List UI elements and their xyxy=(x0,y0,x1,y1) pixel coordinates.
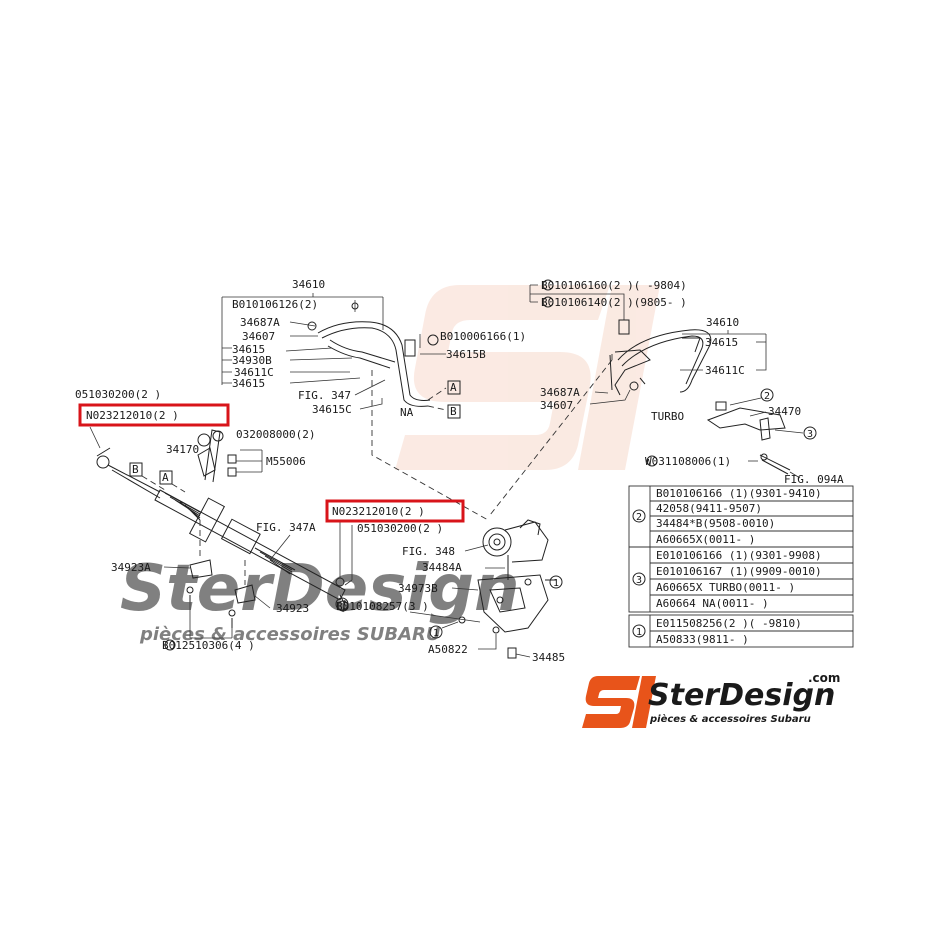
circle-2 xyxy=(760,388,774,402)
label-c1-mid: 1 xyxy=(553,578,559,589)
sterdesign-logo: SterDesign .com pièces & accessoires Sub… xyxy=(582,671,840,728)
table-marker-3-label: 3 xyxy=(636,575,642,586)
label-b010108257: B010108257(3 ) xyxy=(336,600,429,613)
hose-group-na: 34610 B010106126(2) 34687A 34607 34615 3… xyxy=(221,278,526,419)
applicability-table: 2 B010106166 (1)(9301-9410) 42058(9411-9… xyxy=(628,485,854,648)
table-row: A60665X(0011- ) xyxy=(656,533,755,546)
table-row: 34484*B(9508-0010) xyxy=(656,517,775,530)
label-34610-top: 34610 xyxy=(292,278,325,291)
circle-b-icon xyxy=(164,639,176,651)
label-b010106140: B010106140(2 )(9805- ) xyxy=(541,296,687,309)
label-turbo: TURBO xyxy=(651,410,684,423)
label-34923A: 34923A xyxy=(111,561,151,574)
box-b-left xyxy=(129,462,143,477)
label-b012510306: B012510306(4 ) xyxy=(162,639,255,652)
table-row: B010106166 (1)(9301-9410) xyxy=(656,487,822,500)
label-c2: 2 xyxy=(764,391,770,402)
label-34607: 34607 xyxy=(242,330,275,343)
table-row: A60664 NA(0011- ) xyxy=(656,597,769,610)
steering-rack: 051030200(2 ) N023212010(2 ) 032008000(2… xyxy=(75,388,349,652)
box-a-left xyxy=(159,470,173,485)
label-b010006166: B010006166(1) xyxy=(440,330,526,343)
label-34615-b: 34615 xyxy=(232,377,265,390)
label-34170: 34170 xyxy=(166,443,199,456)
logo-suffix: .com xyxy=(808,671,840,685)
sd-logo-icon xyxy=(582,676,656,728)
label-a50822: A50822 xyxy=(428,643,468,656)
label-c3: 3 xyxy=(807,429,813,440)
table-marker-2-label: 2 xyxy=(636,512,642,523)
label-34484A: 34484A xyxy=(422,561,462,574)
label-34615-a: 34615 xyxy=(232,343,265,356)
label-c1-low: 1 xyxy=(433,628,439,639)
circle-1-low xyxy=(429,625,443,639)
label-34687A-right: 34687A xyxy=(540,386,580,399)
circle-w-icon xyxy=(646,455,658,467)
leader-hose-to-pump xyxy=(371,370,489,521)
table-marker-3 xyxy=(632,572,646,586)
label-34610-right: 34610 xyxy=(706,316,739,329)
label-34611C-right: 34611C xyxy=(705,364,745,377)
label-051030200-left: 051030200(2 ) xyxy=(75,388,161,401)
label-b010106126: B010106126(2) xyxy=(232,298,318,311)
label-na: NA xyxy=(400,406,414,419)
label-34615B: 34615B xyxy=(446,348,486,361)
box-b-top-label: B xyxy=(450,405,457,418)
label-fig094A: FIG. 094A xyxy=(784,473,844,486)
power-steering-pump: N023212010(2 ) 051030200(2 ) FIG. 348 34… xyxy=(325,499,565,664)
table-row: A50833(9811- ) xyxy=(656,633,749,646)
label-34973B: 34973B xyxy=(398,582,438,595)
table-marker-2 xyxy=(632,509,646,523)
label-34923: 34923 xyxy=(276,602,309,615)
logo-tagline: pièces & accessoires Subaru xyxy=(649,713,811,725)
circle-b-icon xyxy=(542,296,554,308)
label-n023212010-mid: N023212010(2 ) xyxy=(332,505,425,518)
label-34615C: 34615C xyxy=(312,403,352,416)
box-b-left-label: B xyxy=(132,463,139,476)
label-032008000: 032008000(2) xyxy=(236,428,315,441)
circle-b-icon xyxy=(542,279,554,291)
table-row: A60665X TURBO(0011- ) xyxy=(656,581,795,594)
watermark-tagline: pièces & accessoires SUBARU xyxy=(139,624,441,645)
label-fig347: FIG. 347 xyxy=(298,389,351,402)
table-marker-1 xyxy=(632,624,646,638)
box-b-top xyxy=(447,404,461,419)
label-fig348: FIG. 348 xyxy=(402,545,455,558)
label-34930B: 34930B xyxy=(232,354,272,367)
label-n023212010-left: N023212010(2 ) xyxy=(86,409,179,422)
box-a-left-label: A xyxy=(162,471,169,484)
label-34607-right: 34607 xyxy=(540,399,573,412)
label-34470: 34470 xyxy=(768,405,801,418)
table-row: E010106167 (1)(9909-0010) xyxy=(656,565,822,578)
label-w031108006: W031108006(1) xyxy=(645,455,731,468)
label-34615-right: 34615 xyxy=(705,336,738,349)
label-34687A: 34687A xyxy=(240,316,280,329)
label-b010106160: B010106160(2 )( -9804) xyxy=(541,279,687,292)
label-34611C: 34611C xyxy=(234,366,274,379)
label-051030200-mid: 051030200(2 ) xyxy=(357,522,443,535)
leader-turbo-to-pump xyxy=(489,359,613,516)
label-34485: 34485 xyxy=(532,651,565,664)
hose-group-turbo: B010106160(2 )( -9804) B010106140(2 )(98… xyxy=(529,279,844,486)
watermark-sd-icon xyxy=(395,285,660,470)
table-row: E011508256(2 )( -9810) xyxy=(656,617,802,630)
box-a-top xyxy=(447,380,461,395)
box-a-top-label: A xyxy=(450,381,457,394)
table-marker-1-label: 1 xyxy=(636,627,642,638)
label-m55006: M55006 xyxy=(266,455,306,468)
label-fig347A: FIG. 347A xyxy=(256,521,316,534)
circle-3 xyxy=(803,426,817,440)
table-row: 42058(9411-9507) xyxy=(656,502,762,515)
highlight-box-left xyxy=(78,403,230,427)
highlight-box-middle xyxy=(325,499,465,523)
circle-b-icon xyxy=(337,600,349,612)
watermark: SterDesign pièces & accessoires SUBARU xyxy=(120,285,660,645)
logo-brand: SterDesign xyxy=(648,678,835,713)
circle-1-mid xyxy=(549,575,563,589)
table-row: E010106166 (1)(9301-9908) xyxy=(656,549,822,562)
